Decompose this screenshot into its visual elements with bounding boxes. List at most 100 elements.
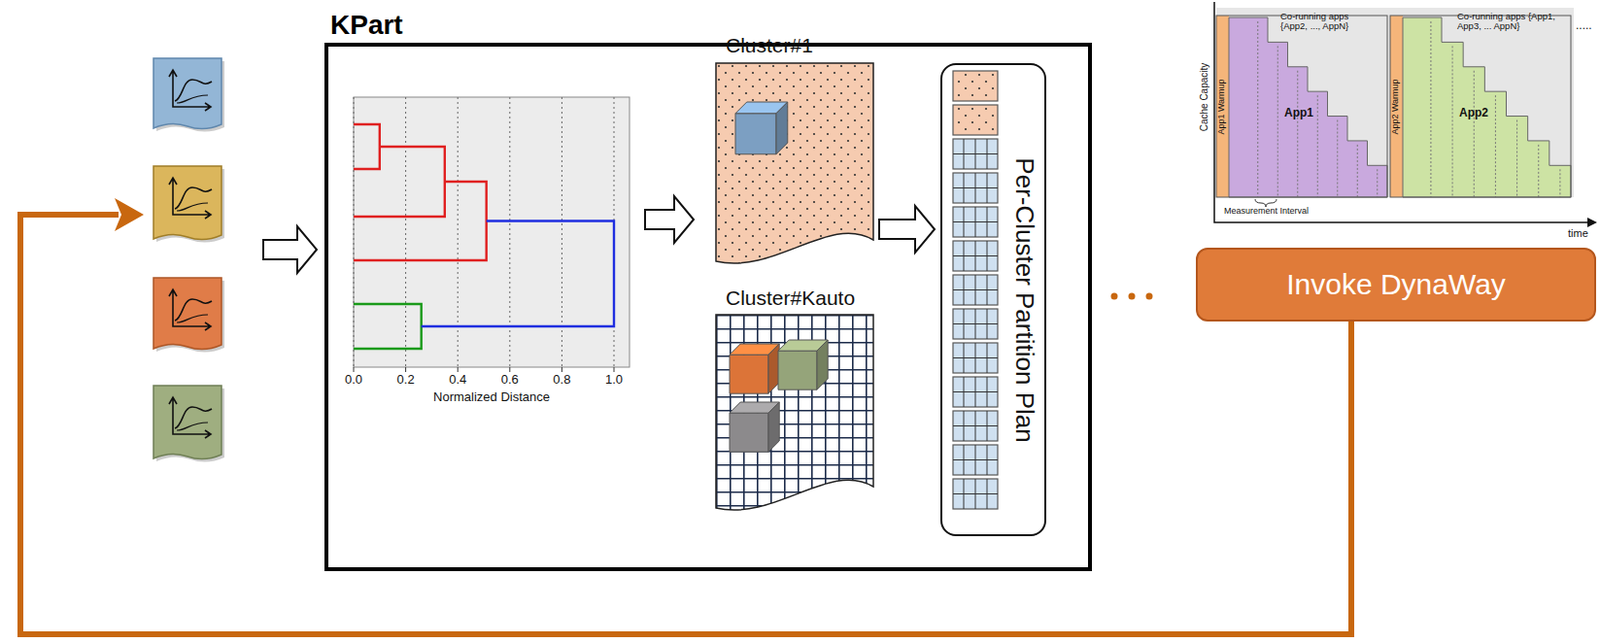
cube-face xyxy=(768,402,780,452)
hollow-arrow xyxy=(263,226,317,273)
partition-slot xyxy=(953,172,998,204)
partition-slot xyxy=(953,206,998,238)
cube-face xyxy=(729,412,769,452)
interval-line xyxy=(1317,95,1319,198)
ellipsis-dot xyxy=(1111,293,1119,301)
chart-label: Cache Capacity xyxy=(1198,63,1210,133)
interval-line xyxy=(1452,45,1454,198)
tick xyxy=(457,367,459,373)
cube-icon xyxy=(778,340,828,390)
slot-grid xyxy=(953,376,998,408)
partition-slot xyxy=(953,308,998,340)
cube-face xyxy=(729,354,769,394)
ellipsis-dot xyxy=(1146,293,1154,301)
icon-axes xyxy=(169,289,211,331)
interval-line xyxy=(1277,45,1279,198)
axis-tick-label: 1.0 xyxy=(605,373,623,387)
icon-axes xyxy=(169,69,211,111)
slot-grid xyxy=(953,206,998,238)
tick xyxy=(613,367,615,373)
dendrogram-branch xyxy=(353,181,487,261)
warmup-band xyxy=(1390,15,1403,198)
app-capacity-area xyxy=(1228,17,1388,198)
icon-axes xyxy=(169,397,211,439)
interval-line xyxy=(1296,70,1298,198)
icon-page xyxy=(153,385,222,460)
cluster-shape: Cluster#Kauto xyxy=(715,314,874,514)
grid-line xyxy=(405,97,407,368)
slot-grid xyxy=(953,138,998,170)
partition-slot xyxy=(953,376,998,408)
partition-slot xyxy=(953,104,998,136)
icon-page xyxy=(153,166,222,240)
icon-curve xyxy=(176,203,208,211)
chart-ground xyxy=(1216,7,1574,198)
cube-icon xyxy=(729,402,780,452)
plot-area xyxy=(353,97,630,368)
slot-grid xyxy=(953,478,998,510)
cluster-title: Cluster#1 xyxy=(725,34,814,58)
chart-label: App2 Warmup xyxy=(1391,78,1401,135)
chart-label: ..... xyxy=(1575,19,1593,33)
kpart-frame: KPartCluster#1Cluster#KautoPer-Cluster P… xyxy=(324,42,1092,572)
interval-line xyxy=(1473,70,1475,198)
cube-icon xyxy=(729,343,780,394)
grid-line xyxy=(353,97,355,368)
cube-icon xyxy=(735,102,788,155)
app-capacity-area xyxy=(1402,17,1571,198)
app-frame xyxy=(1216,15,1388,198)
dendrogram-branch xyxy=(353,146,445,217)
document-icon xyxy=(153,58,225,133)
chart-axis xyxy=(1214,1,1594,223)
icon-curve xyxy=(176,95,208,103)
axis-tick-label: 0.4 xyxy=(448,373,467,387)
interval-line xyxy=(1559,169,1561,198)
tick xyxy=(353,367,355,373)
partition-slot xyxy=(953,478,998,510)
interval-brace xyxy=(1255,199,1277,207)
slot-grid xyxy=(953,240,998,272)
feedback-arrowhead xyxy=(114,198,144,232)
interval-line xyxy=(1376,169,1378,198)
dendrogram-branch xyxy=(353,124,380,170)
tick xyxy=(509,367,511,373)
chart-label: App2 xyxy=(1459,106,1489,120)
icon-axes xyxy=(169,177,211,219)
document-icon xyxy=(153,385,225,463)
cluster-shape: Cluster#1 xyxy=(715,63,874,268)
tick xyxy=(405,367,407,373)
icon-curve xyxy=(176,314,208,323)
partition-slot xyxy=(953,410,998,442)
chart-label: time xyxy=(1567,227,1589,239)
chart-label: App1 Warmup xyxy=(1217,78,1227,135)
cube-face xyxy=(776,102,788,155)
hollow-arrow xyxy=(645,196,694,243)
partition-slot xyxy=(953,274,998,306)
dendrogram-branch xyxy=(353,304,422,349)
slot-grid xyxy=(953,274,998,306)
partition-plan-box: Per-Cluster Partition Plan xyxy=(940,63,1047,537)
interval-line xyxy=(1537,144,1539,198)
slot-grid xyxy=(953,444,998,476)
partition-slot xyxy=(953,70,998,102)
interval-line xyxy=(1357,144,1359,198)
chart-label: Measurement Interval xyxy=(1224,206,1309,217)
icon-page xyxy=(153,58,222,130)
icon-page xyxy=(153,277,222,350)
cube-face xyxy=(817,340,828,390)
ellipsis-dot xyxy=(1128,293,1136,301)
slot-grid xyxy=(953,342,998,374)
icon-curve xyxy=(176,422,208,431)
interval-line xyxy=(1336,120,1338,198)
action-box: Invoke DynaWay xyxy=(1195,247,1597,322)
partition-slot xyxy=(953,240,998,272)
axis-arrowhead xyxy=(1587,217,1598,228)
warmup-band xyxy=(1216,15,1229,198)
cluster-body xyxy=(715,314,874,511)
axis-tick-label: 0.0 xyxy=(344,373,363,387)
cluster-title: Cluster#Kauto xyxy=(725,286,855,310)
cube-face xyxy=(778,350,818,390)
hollow-arrow-connector xyxy=(879,205,935,253)
interval-line xyxy=(1257,21,1259,198)
